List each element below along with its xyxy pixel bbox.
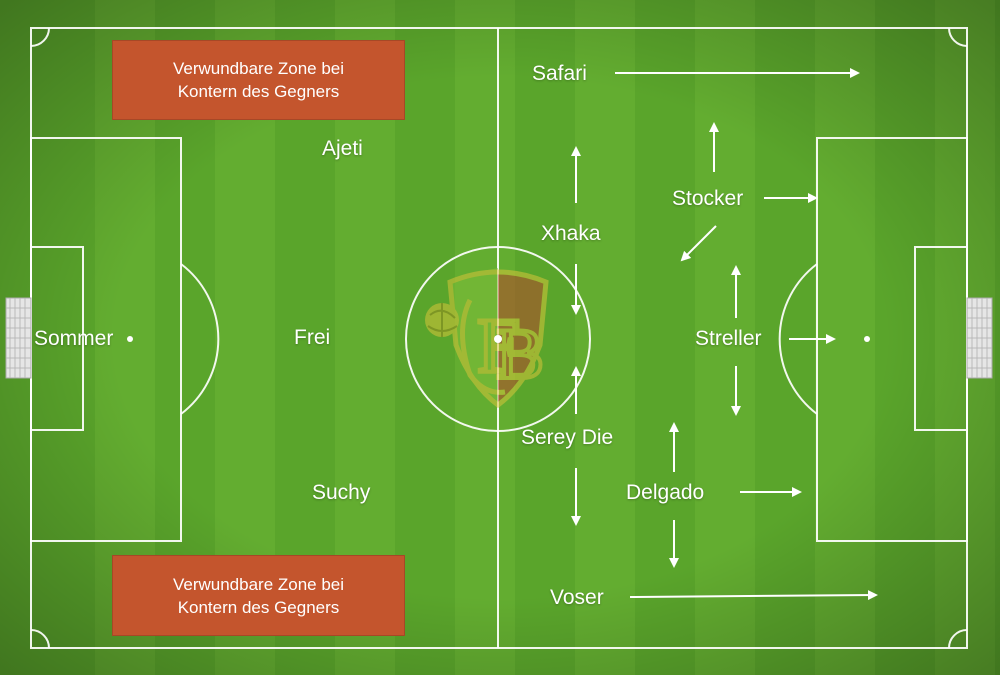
player-frei: Frei (294, 326, 331, 349)
right-goal (966, 297, 993, 379)
center-circle (405, 246, 591, 432)
corner-arc-bottom-right (948, 629, 968, 649)
club-crest-logo: F B (425, 268, 549, 409)
corner-arc-top-left (30, 27, 50, 47)
player-delgado: Delgado (626, 481, 705, 504)
player-serey-die: Serey Die (521, 426, 614, 449)
player-safari: Safari (532, 62, 587, 85)
corner-arc-bottom-left (30, 629, 50, 649)
player-stocker: Stocker (672, 187, 744, 210)
player-xhaka: Xhaka (541, 222, 601, 245)
center-spot (494, 335, 502, 343)
player-sommer: Sommer (34, 327, 114, 350)
right-penalty-spot (864, 336, 870, 342)
corner-arc-top-right (948, 27, 968, 47)
arrow-stocker-diagonal (680, 225, 717, 262)
left-penalty-arc (180, 263, 220, 415)
movement-arrows (571, 68, 878, 601)
zone-top-line2: Kontern des Gegners (177, 82, 340, 101)
player-voser: Voser (550, 586, 604, 609)
player-ajeti: Ajeti (322, 137, 363, 160)
left-penalty-spot (127, 336, 133, 342)
svg-text:F: F (477, 302, 520, 389)
pitch-spots (127, 335, 870, 343)
svg-text:B: B (496, 314, 544, 394)
vulnerable-zone-top: Verwundbare Zone bei Kontern des Gegners (112, 40, 405, 120)
player-streller: Streller (695, 327, 762, 350)
vulnerable-zone-bottom: Verwundbare Zone bei Kontern des Gegners (112, 555, 405, 636)
left-goal (5, 297, 32, 379)
right-penalty-arc (778, 263, 818, 415)
player-suchy: Suchy (312, 481, 371, 504)
zone-bottom-line2: Kontern des Gegners (177, 597, 340, 617)
zone-top-line1: Verwundbare Zone bei (172, 59, 345, 78)
zone-bottom-line1: Verwundbare Zone bei (172, 574, 345, 594)
arrow-voser-forward (629, 590, 878, 601)
